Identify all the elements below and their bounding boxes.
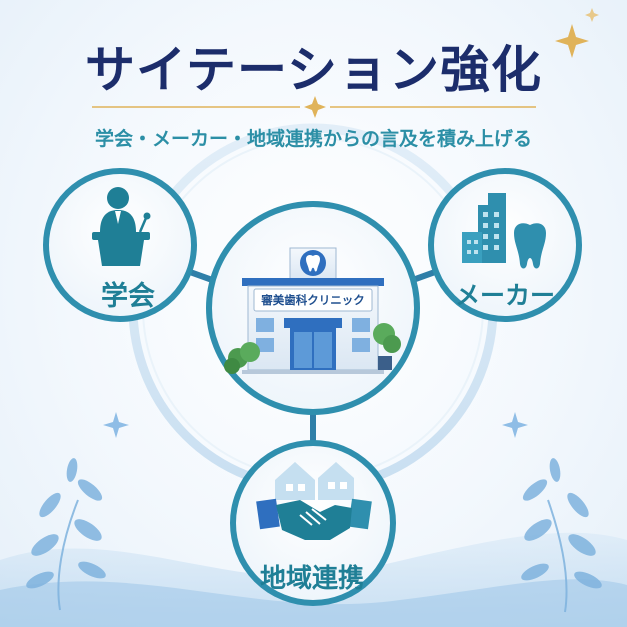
node-maker-label: メーカー [454, 281, 555, 310]
presenter-podium-icon [92, 187, 151, 266]
node-gakkai [43, 168, 197, 322]
sparkle-underline-icon [304, 96, 326, 118]
page-title: サイテーション強化 [85, 41, 542, 99]
leaves-right-icon [521, 458, 602, 613]
sparkle-top-right-icon [555, 24, 589, 58]
factory-tooth-icon [462, 193, 546, 269]
leaves-left-icon [26, 458, 106, 611]
node-maker [428, 168, 582, 322]
node-chiiki-label: 地域連携 [259, 564, 364, 594]
bottom-wave-front [0, 579, 627, 627]
node-chiiki [230, 440, 396, 606]
sparkle-top-right-small-icon [585, 8, 599, 22]
handshake-icon [256, 498, 372, 540]
clinic-sign-label: 審美歯科クリニック [261, 293, 365, 307]
sparkle-left-icon [103, 412, 129, 438]
clinic-building-icon [224, 247, 401, 374]
page-subtitle: 学会・メーカー・地域連携からの言及を積み上げる [94, 128, 532, 150]
houses-icon [275, 462, 354, 500]
node-gakkai-label: 学会 [101, 281, 155, 312]
node-clinic [206, 201, 420, 415]
sparkle-right-icon [502, 412, 528, 438]
